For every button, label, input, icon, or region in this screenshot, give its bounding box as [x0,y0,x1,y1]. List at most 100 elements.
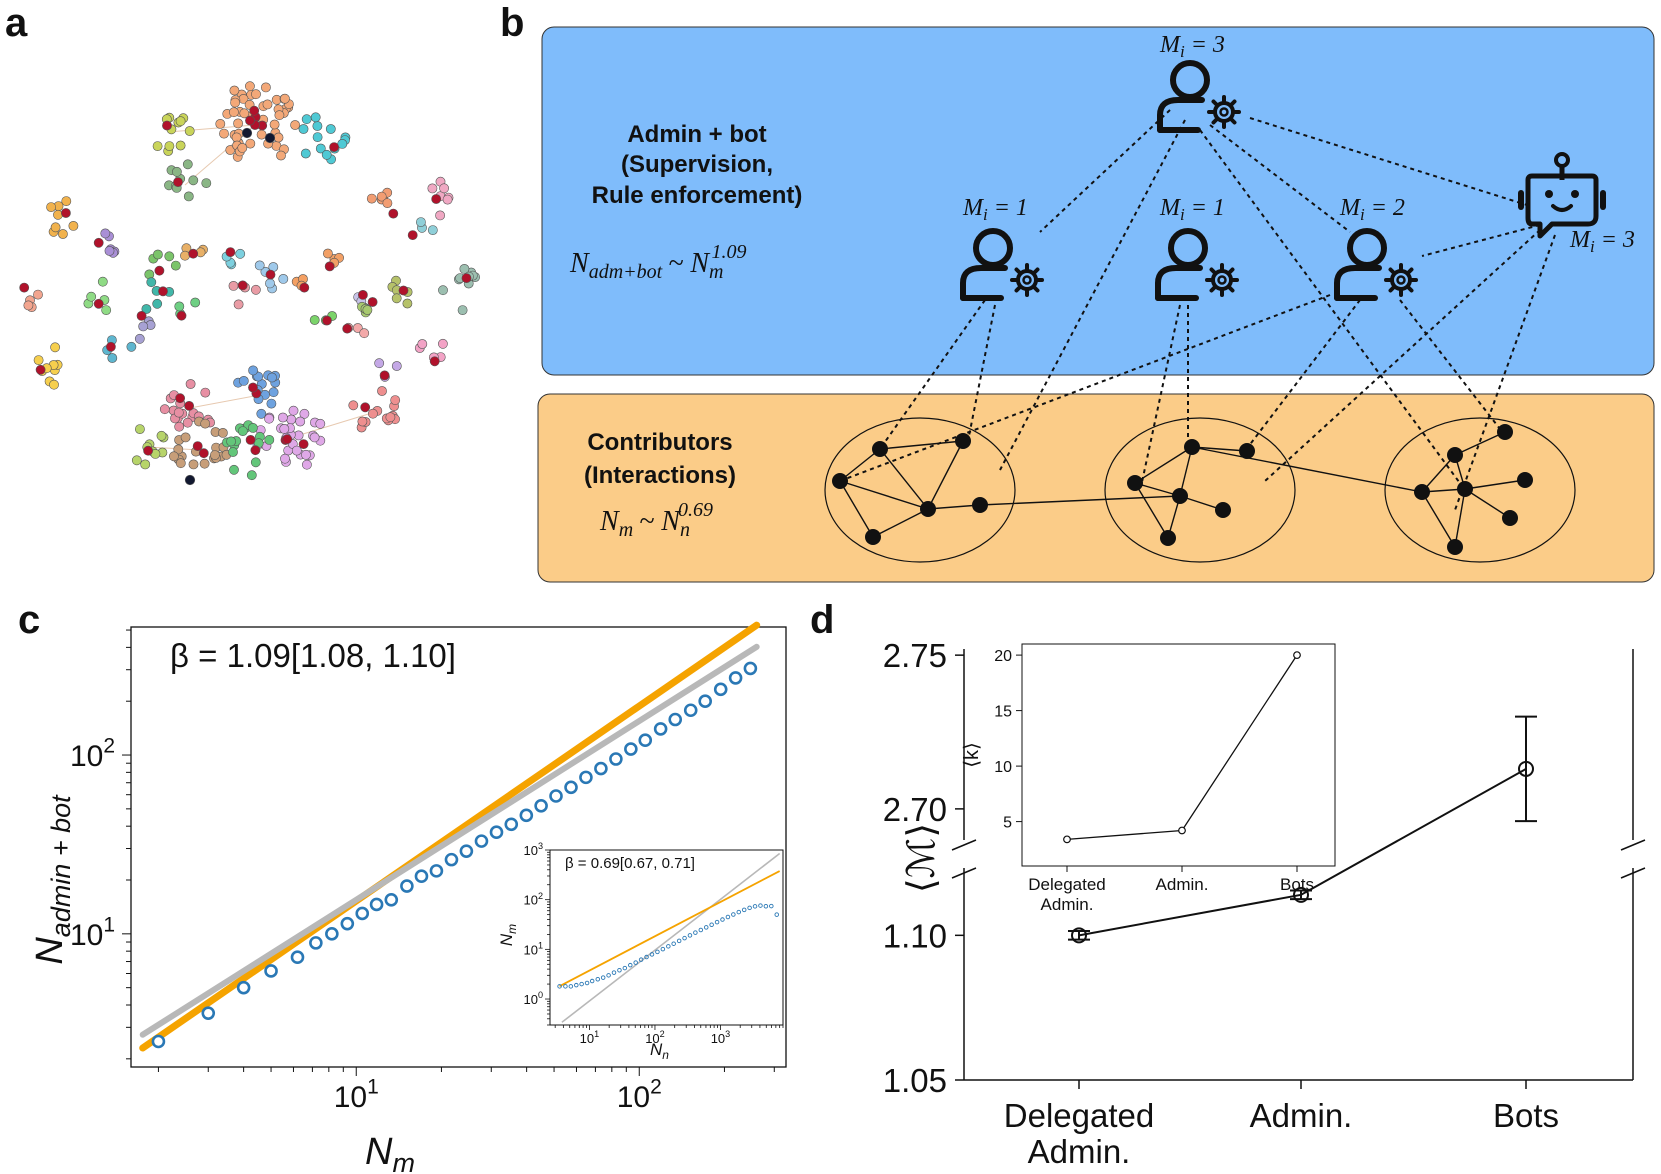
scaling-inset-fit-lines [559,852,781,1023]
network-node [61,196,72,206]
data-point [713,682,728,697]
network-node [438,285,448,296]
network-admin-node [176,310,187,321]
network-admin-node [158,286,168,297]
network-admin-node [461,273,472,283]
network-node [46,202,56,212]
network-node [267,372,277,383]
gear-icon [1207,95,1241,129]
network-node [33,355,44,365]
inset-y-tick-label: 103 [523,841,543,858]
data-point [728,671,743,685]
inset-y-tick-label: 15 [994,704,1012,721]
y-tick-label: 1.10 [883,917,947,954]
admin-bot-box [541,26,1655,376]
y-tick-label: 102 [70,735,115,774]
gear-icon [1205,263,1239,297]
network-admin-node [93,237,104,248]
network-node [402,298,413,309]
admin-scaling-formula: Nadm+bot~ Nm1.09 [569,241,746,283]
data-point [683,703,698,718]
network-node [260,82,271,93]
network-node [312,121,323,131]
y-tick-label: 1.05 [883,1062,947,1099]
inset-data-point [660,946,666,952]
inset-data-point [579,981,584,987]
network-node [374,358,385,369]
inset-data-point [600,975,606,980]
admin-user-icon-top [1157,60,1241,133]
network-admin-node [35,364,46,375]
network-node [141,304,152,314]
network-node [100,228,111,239]
network-admin-node [188,248,199,259]
network-node [180,250,190,261]
network-node [199,458,210,469]
inset-data-point [682,935,687,941]
schematic-panel: Admin + bot (Supervision, Rule enforceme… [537,26,1655,583]
scaling-chart-frame [130,626,787,1068]
network-admin-node [192,441,203,451]
network-admin-node [19,282,30,293]
network-node [377,386,387,396]
x-tick-label: 101 [334,1076,379,1115]
inset-data-point [633,960,638,965]
network-node [250,457,261,468]
inset-data-point [649,952,655,957]
network-node [134,333,145,344]
network-node [391,293,402,304]
network-admin-node [360,402,371,413]
network-node [290,120,300,130]
network-node [288,405,299,416]
panel-label-b: b [500,1,524,45]
inset-y-tick-label: 102 [523,891,543,908]
network-node [262,99,273,110]
network-node [175,116,186,127]
network-node [97,276,108,287]
inset-data-point [568,984,574,989]
inset-x-tick-label: 103 [711,1029,731,1046]
network-node [367,408,378,419]
network-node [182,417,193,428]
reference-line [139,643,760,1038]
scaling-chart-xlabel: Nm [365,1131,415,1174]
network-node [226,436,236,447]
network-admin-node [298,439,309,449]
scaling-inset-xlabel: Nn [650,1040,669,1062]
data-point [201,1006,216,1020]
panel-label-d: d [810,598,834,642]
network-node [215,119,226,129]
network-admin-node [379,370,390,381]
panel-label-c: c [18,598,40,642]
network-node [152,298,163,309]
network-node [138,321,149,332]
network-node [315,418,326,429]
network-admin-node [237,280,248,291]
network-node [268,387,279,398]
data-point [264,964,278,978]
network-admin-node [136,310,147,321]
network-node [49,379,59,390]
inset-data-point [628,962,633,968]
mi-label-bot: Mi = 3 [1569,227,1635,256]
inset-data-point [752,904,758,909]
inset-data-point [687,933,693,938]
network-node [237,426,248,436]
network-node [225,145,236,155]
network-admin-node [250,445,261,456]
network-node [159,404,170,415]
inset-x-tick-label: Bots [1280,875,1314,894]
network-node [233,118,243,129]
network-node [188,175,199,186]
inset-data-point [595,977,601,982]
data-point [624,742,638,756]
inset-data-point [747,905,752,911]
network-node [286,414,297,425]
network-node [256,408,267,419]
inset-data-point [763,904,769,909]
network-node [126,341,137,352]
inset-data-point [741,907,747,913]
network-node [201,178,212,188]
